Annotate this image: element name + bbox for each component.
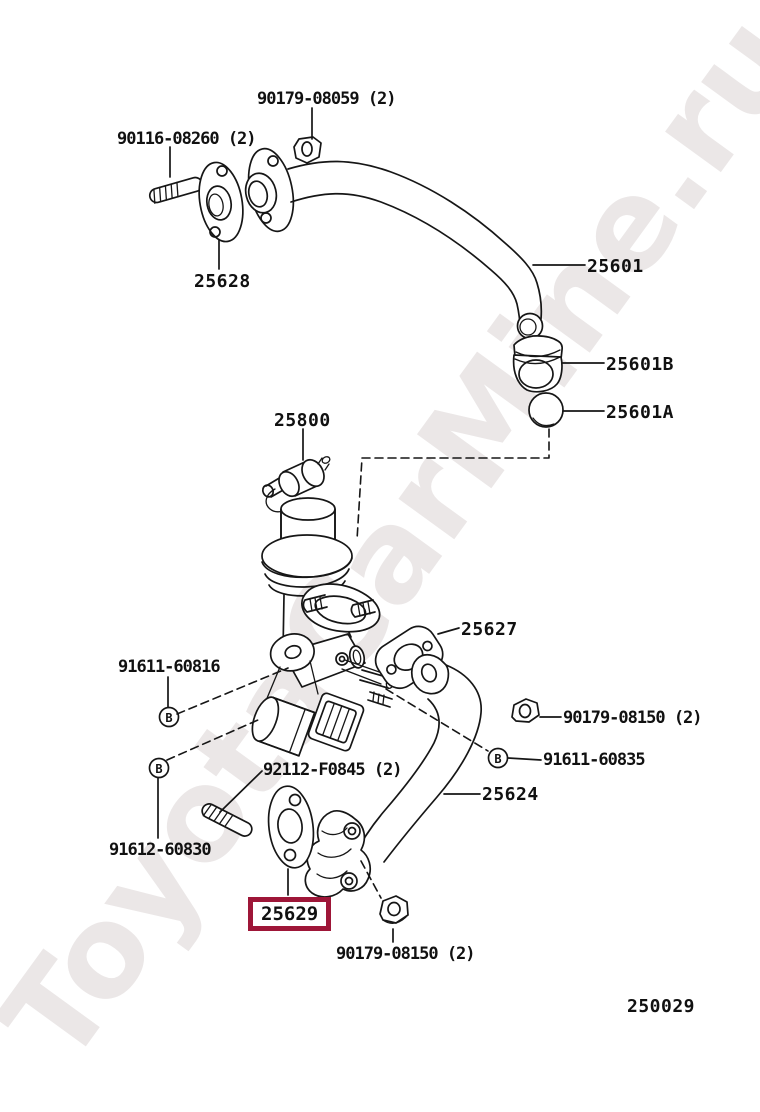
svg-text:B: B: [494, 752, 501, 766]
egr-valve-25800-drawing: [251, 456, 395, 757]
bolt-symbol-b1[interactable]: B: [158, 706, 180, 728]
bolt-symbol-b2[interactable]: B: [148, 757, 170, 779]
part-label-91611-60816[interactable]: 91611-60816: [118, 657, 221, 677]
part-label-25629[interactable]: 25629: [248, 897, 332, 931]
fitting-25601b-drawing: [512, 335, 564, 393]
pipe-25601-flange-drawing: [244, 147, 295, 233]
nut-90179-08150-bottom-drawing: [379, 895, 409, 924]
svg-text:B: B: [155, 762, 162, 776]
ball-25601a-drawing: [528, 392, 564, 428]
part-label-92112-f0845[interactable]: 92112-F0845 (2): [263, 760, 403, 780]
nut-90179-08150-right-drawing: [511, 698, 540, 723]
diagram-code: 250029: [627, 996, 696, 1017]
part-label-90179-08059[interactable]: 90179-08059 (2): [257, 89, 397, 109]
bolt-symbol-b3[interactable]: B: [487, 747, 509, 769]
pipe-25624-drawing: [352, 653, 482, 863]
dashed-leader-lines: [166, 667, 489, 899]
part-label-91611-60835[interactable]: 91611-60835: [543, 750, 646, 770]
gasket-25628-drawing: [198, 161, 244, 243]
part-label-25624[interactable]: 25624: [482, 784, 539, 805]
stud-92112-drawing: [201, 803, 253, 837]
part-label-25601b[interactable]: 25601B: [606, 354, 675, 375]
part-label-25601a[interactable]: 25601A: [606, 402, 675, 423]
part-label-25628[interactable]: 25628: [194, 271, 251, 292]
part-label-25601[interactable]: 25601: [587, 256, 644, 277]
part-label-90116-08260[interactable]: 90116-08260 (2): [117, 129, 257, 149]
part-label-25627[interactable]: 25627: [461, 619, 518, 640]
flange-bracket-drawing: [304, 809, 371, 898]
leader-lines: [157, 107, 605, 943]
vacuum-hose-route-dashed: [356, 428, 550, 541]
part-label-90179-08150-bottom[interactable]: 90179-08150 (2): [336, 944, 476, 964]
svg-text:B: B: [165, 711, 172, 725]
part-label-91612-60830[interactable]: 91612-60830: [109, 840, 212, 860]
gasket-25629-drawing: [267, 785, 315, 869]
nut-90179-08059-drawing: [293, 136, 322, 164]
part-label-25800[interactable]: 25800: [274, 410, 331, 431]
part-label-90179-08150-right[interactable]: 90179-08150 (2): [563, 708, 703, 728]
gasket-stud-lines: [341, 659, 386, 685]
stud-90116-drawing: [148, 176, 204, 204]
